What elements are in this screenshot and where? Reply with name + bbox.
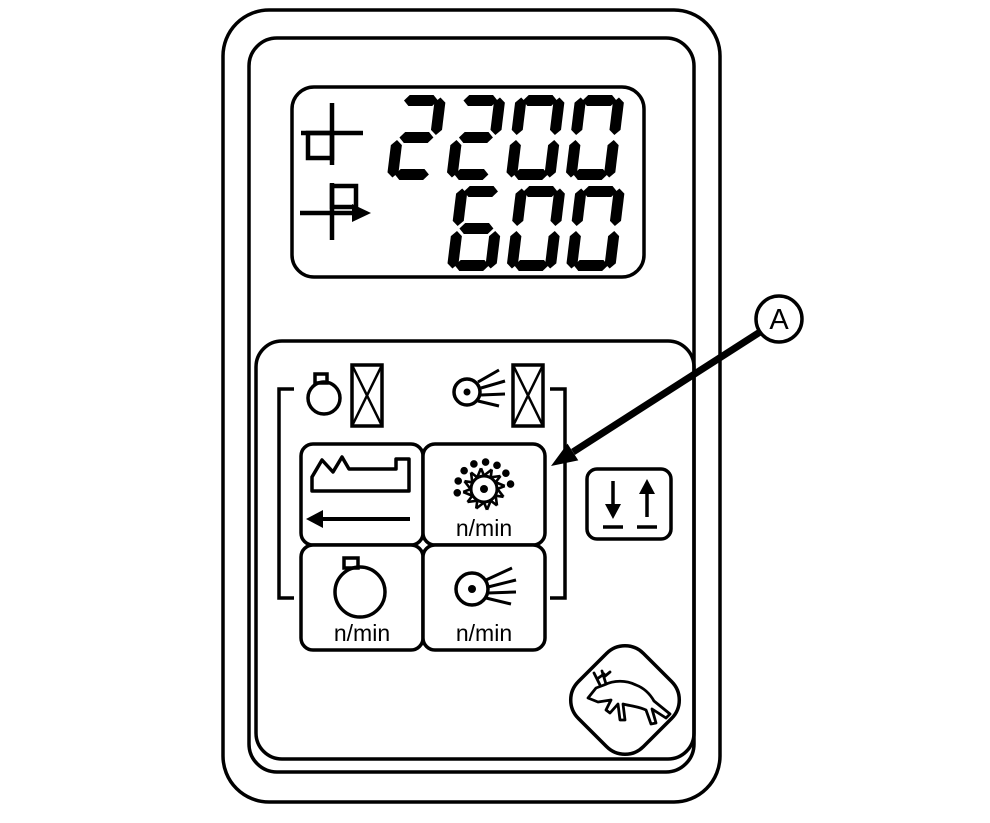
john-deere-deer-icon [568,643,682,757]
drum-icon [306,372,342,416]
lcd-display [290,85,646,279]
blower-indicator [452,363,545,428]
down-up-arrows-icon [603,479,657,529]
callout-circle [754,294,804,344]
drum-indicator [306,363,384,428]
cylinder-speed-label: n/min [456,515,512,541]
display-line1-value [387,95,624,181]
callout-arrow [571,329,762,455]
engine-speed-label: n/min [334,620,390,646]
threshing-cylinder-icon [453,458,515,511]
lower-raise-button [585,467,673,541]
blower-icon [454,566,517,607]
blower-icon [452,368,506,408]
distance-arrow-icon [300,183,371,240]
left-bracket [277,387,294,600]
right-bracket [550,387,567,600]
area-counter-icon [301,103,363,165]
callout-a: A [551,294,804,466]
display-line2-value [447,186,625,272]
crossed-box-icon [350,363,384,428]
drum-icon [333,556,387,619]
monitor-housing-outer [221,8,722,804]
button-grid: n/min n/min n/min [299,442,547,652]
callout-label: A [769,304,789,336]
button-panel [254,339,696,761]
callout-arrowhead [551,443,579,466]
fan-speed-label: n/min [456,620,512,646]
combine-left-arrow-icon [306,455,411,528]
crossed-box-icon [511,363,545,428]
